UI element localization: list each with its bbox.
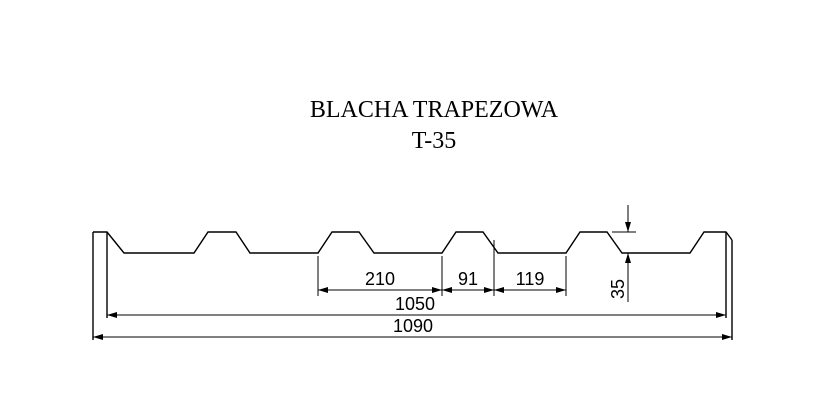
arrow-35-bottom xyxy=(625,253,631,263)
title-line-1: BLACHA TRAPEZOWA xyxy=(310,97,559,123)
arrow-91-left xyxy=(442,287,452,293)
arrow-1050-left xyxy=(107,312,117,318)
title-line-2: T-35 xyxy=(412,128,456,154)
arrow-1090-right xyxy=(722,334,732,340)
dim-label-35: 35 xyxy=(608,279,628,299)
arrow-1050-right xyxy=(716,312,726,318)
arrow-210-right xyxy=(432,287,442,293)
arrow-35-top xyxy=(625,222,631,232)
arrow-91-right xyxy=(484,287,494,293)
dim-label-1050: 1050 xyxy=(395,294,435,314)
dim-label-1090: 1090 xyxy=(393,316,433,336)
dim-label-119: 119 xyxy=(516,269,545,289)
dim-label-91: 91 xyxy=(458,269,478,289)
arrow-210-left xyxy=(318,287,328,293)
dim-label-210: 210 xyxy=(365,269,395,289)
arrow-119-right xyxy=(556,287,566,293)
sheet-profile xyxy=(93,231,733,254)
arrow-119-left xyxy=(494,287,504,293)
arrow-1090-left xyxy=(93,334,103,340)
